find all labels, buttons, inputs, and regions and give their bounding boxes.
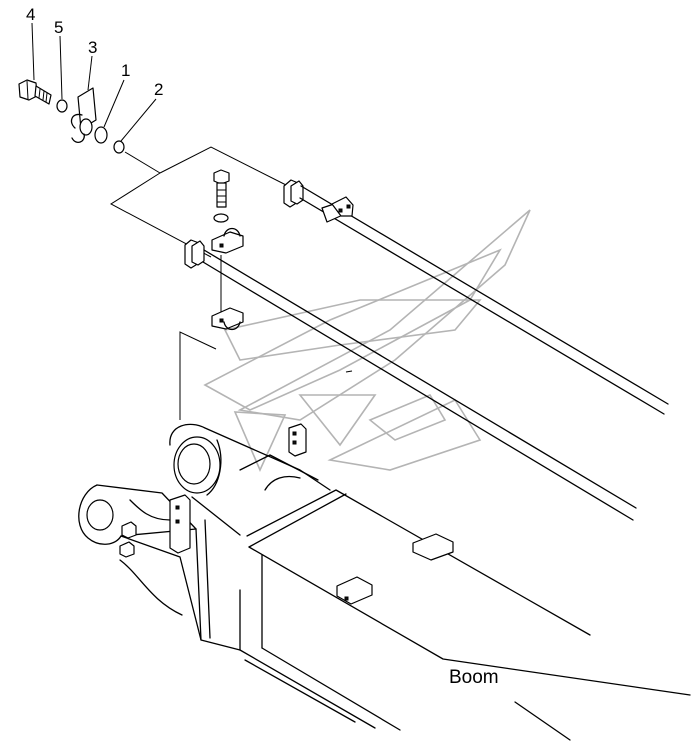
pad-lower	[336, 576, 373, 605]
washer-part	[56, 99, 68, 113]
callout-3-number: 3	[88, 38, 97, 57]
callout-1: 1	[103, 61, 130, 128]
clamp-upper-half	[211, 227, 244, 254]
callout-5-number: 5	[54, 18, 63, 37]
callout-5: 5	[54, 18, 63, 100]
hose-group-outline	[110, 146, 291, 258]
bolt-part	[18, 79, 52, 105]
callout-2-number: 2	[154, 80, 163, 99]
clamp-assembly	[179, 169, 244, 420]
pad-upper	[412, 533, 454, 561]
clamp-bolt-part	[213, 169, 230, 208]
boom-structure	[78, 423, 691, 741]
side-bracket	[129, 494, 191, 554]
callout-2: 2	[120, 80, 163, 142]
callout-1-number: 1	[121, 61, 130, 80]
lower-hose	[184, 239, 637, 521]
callout-3: 3	[87, 38, 97, 91]
lock-plate-part	[70, 87, 97, 144]
seal-part	[113, 140, 125, 154]
upper-hose-clamp	[321, 196, 354, 223]
callout-4: 4	[26, 5, 35, 81]
clamp-washer-part	[213, 213, 229, 223]
cylinder-boss	[169, 423, 331, 536]
upper-hose	[283, 179, 669, 415]
boss-bracket	[288, 423, 307, 457]
clamp-lower-half	[211, 307, 244, 331]
watermark-logo	[203, 209, 531, 472]
callout-4-number: 4	[26, 5, 35, 24]
foot-block-upper	[121, 521, 137, 539]
boom-label: Boom	[449, 667, 499, 688]
foot-block-lower	[119, 541, 135, 558]
exploded-hardware	[18, 79, 161, 174]
o-ring-part	[94, 126, 108, 144]
